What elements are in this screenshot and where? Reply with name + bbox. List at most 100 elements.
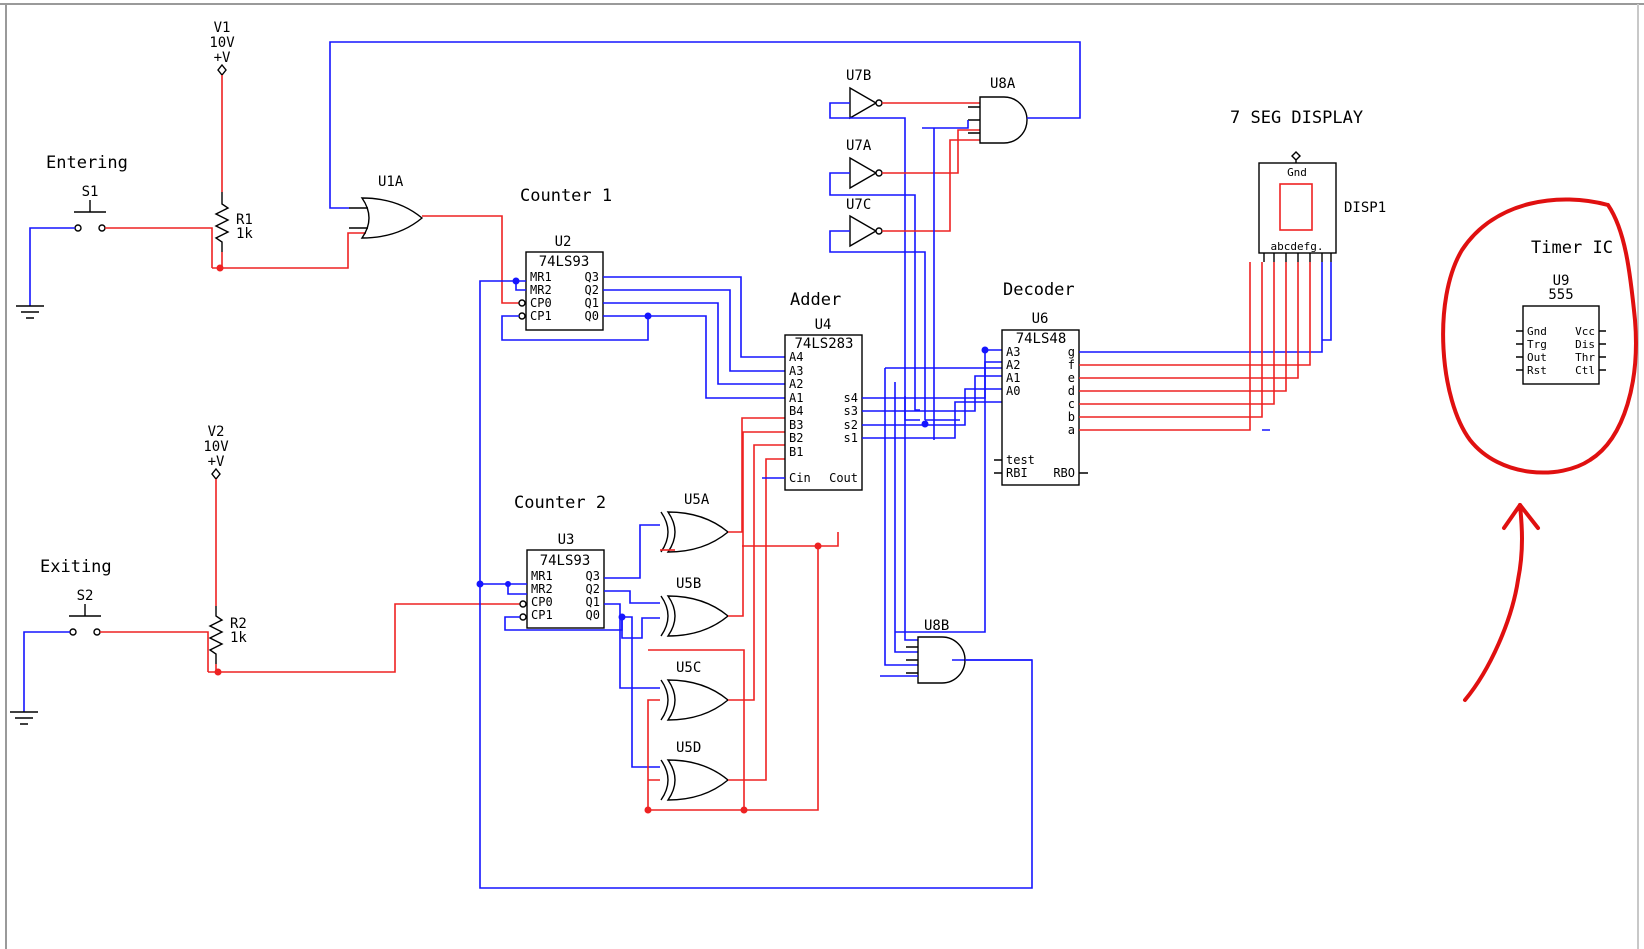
counter1-pin-mr1: MR1 <box>530 270 552 284</box>
switch-s1-name: S1 <box>82 184 99 200</box>
decoder-pin-a1: A1 <box>1006 371 1020 385</box>
xor-gate-u5d[interactable]: U5D <box>660 740 730 801</box>
adder-ref: U4 <box>815 317 832 333</box>
decoder-chip[interactable]: U6 74LS48 A3 A2 A1 A0 g f e d c b a test… <box>1001 311 1080 486</box>
supply-v2-symbol: +V <box>208 454 225 470</box>
adder-pin-s1: s1 <box>844 431 858 445</box>
counter2-part: 74LS93 <box>540 553 591 569</box>
counter1-pin-cp0: CP0 <box>530 296 552 310</box>
timer-pin-rst: Rst <box>1527 364 1547 377</box>
adder-pin-b2: B2 <box>789 431 803 445</box>
counter2-pin-mr2: MR2 <box>531 582 553 596</box>
and-gate-u8a-label: U8A <box>990 76 1016 92</box>
counter2-ref: U3 <box>558 532 575 548</box>
adder-pin-cin: Cin <box>789 471 811 485</box>
counter1-pin-q1: Q1 <box>585 296 599 310</box>
decoder-ref: U6 <box>1032 311 1049 327</box>
supply-v1-voltage: 10V <box>209 35 235 51</box>
xor-gate-u5c[interactable]: U5C <box>660 660 730 721</box>
resistor-r2-value: 1k <box>230 630 247 646</box>
seven-segment-display[interactable]: Gnd abcdefg. DISP1 <box>1258 151 1386 262</box>
supply-v1[interactable]: V1 10V +V <box>209 20 235 77</box>
adder-pin-s2: s2 <box>844 418 858 432</box>
counter1-pin-mr2: MR2 <box>530 283 552 297</box>
counter2-pin-q3: Q3 <box>586 569 600 583</box>
counter1-chip[interactable]: U2 74LS93 MR1 MR2 CP0 CP1 Q3 Q2 Q1 Q0 <box>518 234 604 331</box>
counter2-pin-q0: Q0 <box>586 608 600 622</box>
decoder-pin-g: g <box>1068 345 1075 359</box>
xor-gate-u5c-label: U5C <box>676 660 701 676</box>
display-caption: 7 SEG DISPLAY <box>1230 108 1363 128</box>
decoder-pin-test: test <box>1006 453 1035 467</box>
adder-pin-a2: A2 <box>789 377 803 391</box>
decoder-pin-rbi: RBI <box>1006 466 1028 480</box>
xor-gate-u5b-label: U5B <box>676 576 701 592</box>
and-gate-u8a[interactable]: U8A <box>968 76 1028 144</box>
adder-chip[interactable]: U4 74LS283 A4 A3 A2 A1 B4 B3 B2 B1 s4 s3… <box>784 317 863 491</box>
xor-gate-u5a[interactable]: U5A <box>660 492 730 553</box>
timer-pin-ctl: Ctl <box>1575 364 1595 377</box>
switch-s1[interactable]: S1 <box>74 184 106 232</box>
counter2-pin-q1: Q1 <box>586 595 600 609</box>
decoder-pin-a2: A2 <box>1006 358 1020 372</box>
counter1-pin-cp1: CP1 <box>530 309 552 323</box>
adder-pin-s3: s3 <box>844 404 858 418</box>
display-gnd-label: Gnd <box>1287 166 1307 179</box>
switch-s2[interactable]: S2 <box>69 588 101 636</box>
decoder-caption: Decoder <box>1003 280 1075 300</box>
decoder-pin-f: f <box>1068 358 1075 372</box>
timer-part: 555 <box>1548 287 1573 303</box>
supply-v1-name: V1 <box>214 20 231 36</box>
counter1-pin-q3: Q3 <box>585 270 599 284</box>
adder-pin-b1: B1 <box>789 445 803 459</box>
timer-pin-out: Out <box>1527 351 1547 364</box>
not-gate-u7c[interactable]: U7C <box>846 197 883 248</box>
not-gate-u7a[interactable]: U7A <box>846 138 883 190</box>
decoder-pin-rbo: RBO <box>1053 466 1075 480</box>
ground-2 <box>10 711 38 725</box>
not-gate-u7c-label: U7C <box>846 197 871 213</box>
switch-s2-caption: Exiting <box>40 557 112 577</box>
and-gate-u8b-label: U8B <box>924 618 949 634</box>
decoder-pin-e: e <box>1068 371 1075 385</box>
decoder-part: 74LS48 <box>1016 331 1067 347</box>
supply-v2-name: V2 <box>208 424 225 440</box>
not-gate-u7b[interactable]: U7B <box>846 68 883 120</box>
timer-ref: U9 <box>1553 273 1570 289</box>
resistor-r1[interactable]: R1 1k <box>214 192 253 252</box>
annotation-circle <box>1441 197 1638 475</box>
switch-s1-caption: Entering <box>46 153 128 173</box>
resistor-r2[interactable]: R2 1k <box>208 606 247 664</box>
resistor-r2-name: R2 <box>230 616 247 632</box>
adder-pin-a1: A1 <box>789 391 803 405</box>
supply-v2-voltage: 10V <box>203 439 229 455</box>
resistor-r1-name: R1 <box>236 212 253 228</box>
display-ref: DISP1 <box>1344 200 1386 216</box>
adder-pin-a3: A3 <box>789 364 803 378</box>
timer-555-chip[interactable]: U9 555 Gnd Trg Out Rst Vcc Dis Thr Ctl <box>1516 273 1606 385</box>
counter2-pin-mr1: MR1 <box>531 569 553 583</box>
adder-part: 74LS283 <box>794 336 853 352</box>
not-gate-u7a-label: U7A <box>846 138 872 154</box>
xor-gate-u5b[interactable]: U5B <box>660 576 730 637</box>
decoder-pin-c: c <box>1068 397 1075 411</box>
adder-pin-b4: B4 <box>789 404 803 418</box>
or-gate-u1a[interactable]: U1A <box>349 174 424 239</box>
timer-pin-trg: Trg <box>1527 338 1547 351</box>
counter2-pin-q2: Q2 <box>586 582 600 596</box>
supply-v2[interactable]: V2 10V +V <box>203 424 229 481</box>
counter2-chip[interactable]: U3 74LS93 MR1 MR2 CP0 CP1 Q3 Q2 Q1 Q0 <box>519 532 605 629</box>
and-gate-u8b[interactable]: U8B <box>906 618 966 684</box>
display-segments-label: abcdefg. <box>1271 240 1324 253</box>
counter1-pin-q2: Q2 <box>585 283 599 297</box>
counter1-ref: U2 <box>555 234 572 250</box>
counter2-pin-cp0: CP0 <box>531 595 553 609</box>
counter1-pin-q0: Q0 <box>585 309 599 323</box>
switch-s2-name: S2 <box>77 588 94 604</box>
not-gate-u7b-label: U7B <box>846 68 871 84</box>
adder-caption: Adder <box>790 290 841 310</box>
resistor-r1-value: 1k <box>236 226 253 242</box>
timer-pin-thr: Thr <box>1575 351 1595 364</box>
adder-pin-s4: s4 <box>844 391 858 405</box>
timer-pin-dis: Dis <box>1575 338 1595 351</box>
